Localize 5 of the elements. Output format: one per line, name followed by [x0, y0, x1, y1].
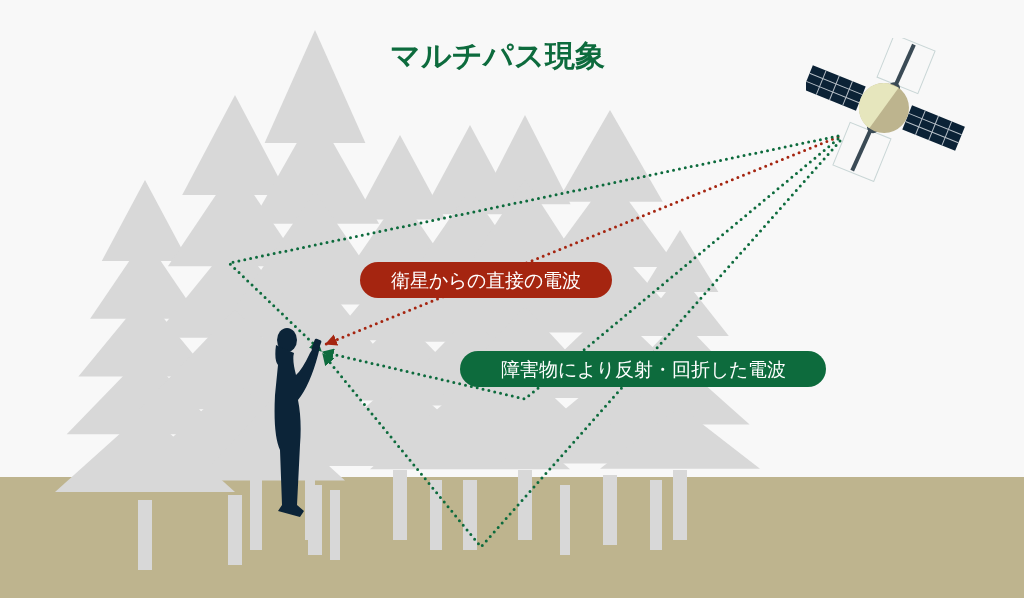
- edge-label: 衛星からの直接の電波: [360, 262, 612, 298]
- title: マルチパス現象: [390, 37, 605, 75]
- arrow: [321, 139, 842, 550]
- arrow: [321, 137, 840, 401]
- callout-label: 障害物により反射・回折した電波: [460, 351, 826, 387]
